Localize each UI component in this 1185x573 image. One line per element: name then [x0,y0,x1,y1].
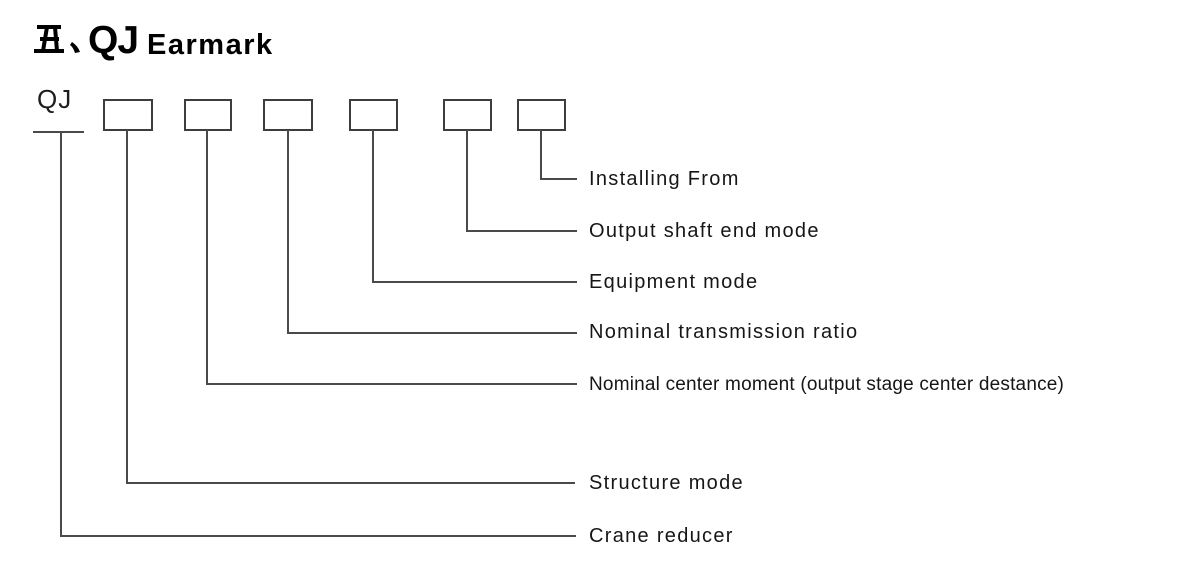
connector-structure-mode-vline [126,130,128,484]
field-label-equipment-mode: Equipment mode [589,271,759,293]
title-word: Earmark [147,29,274,61]
field-label-output-shaft-end-mode: Output shaft end mode [589,220,820,242]
connector-transmission-ratio-vline [287,130,289,334]
connector-structure-mode-hline [126,482,575,484]
designation-box-5 [443,99,492,131]
designation-box-6 [517,99,566,131]
connector-equipment-mode-hline [372,281,577,283]
field-label-installing-from: Installing From [589,168,740,190]
connector-center-moment-vline [206,130,208,385]
title-model-code: QJ [88,19,139,62]
model-code: QJ [37,84,73,114]
field-label-nominal-center-moment: Nominal center moment (output stage cent… [589,374,1065,395]
field-label-nominal-transmission-ratio: Nominal transmission ratio [589,321,859,343]
code-underline [33,131,84,133]
designation-box-3 [263,99,313,131]
connector-installing-form-vline [540,130,542,180]
designation-box-4 [349,99,398,131]
designation-box-1 [103,99,153,131]
connector-crane-reducer-vline [60,132,62,537]
connector-transmission-ratio-hline [287,332,577,334]
section-number-cjk-icon [34,25,80,53]
connector-installing-form-hline [540,178,577,180]
field-label-crane-reducer: Crane reducer [589,525,734,547]
connector-output-shaft-hline [466,230,577,232]
connector-output-shaft-vline [466,130,468,232]
connector-crane-reducer-hline [60,535,576,537]
field-label-structure-mode: Structure mode [589,472,744,494]
designation-box-2 [184,99,232,131]
connector-center-moment-hline [206,383,577,385]
page-title: QJ Earmark [30,16,274,60]
connector-equipment-mode-vline [372,130,374,283]
